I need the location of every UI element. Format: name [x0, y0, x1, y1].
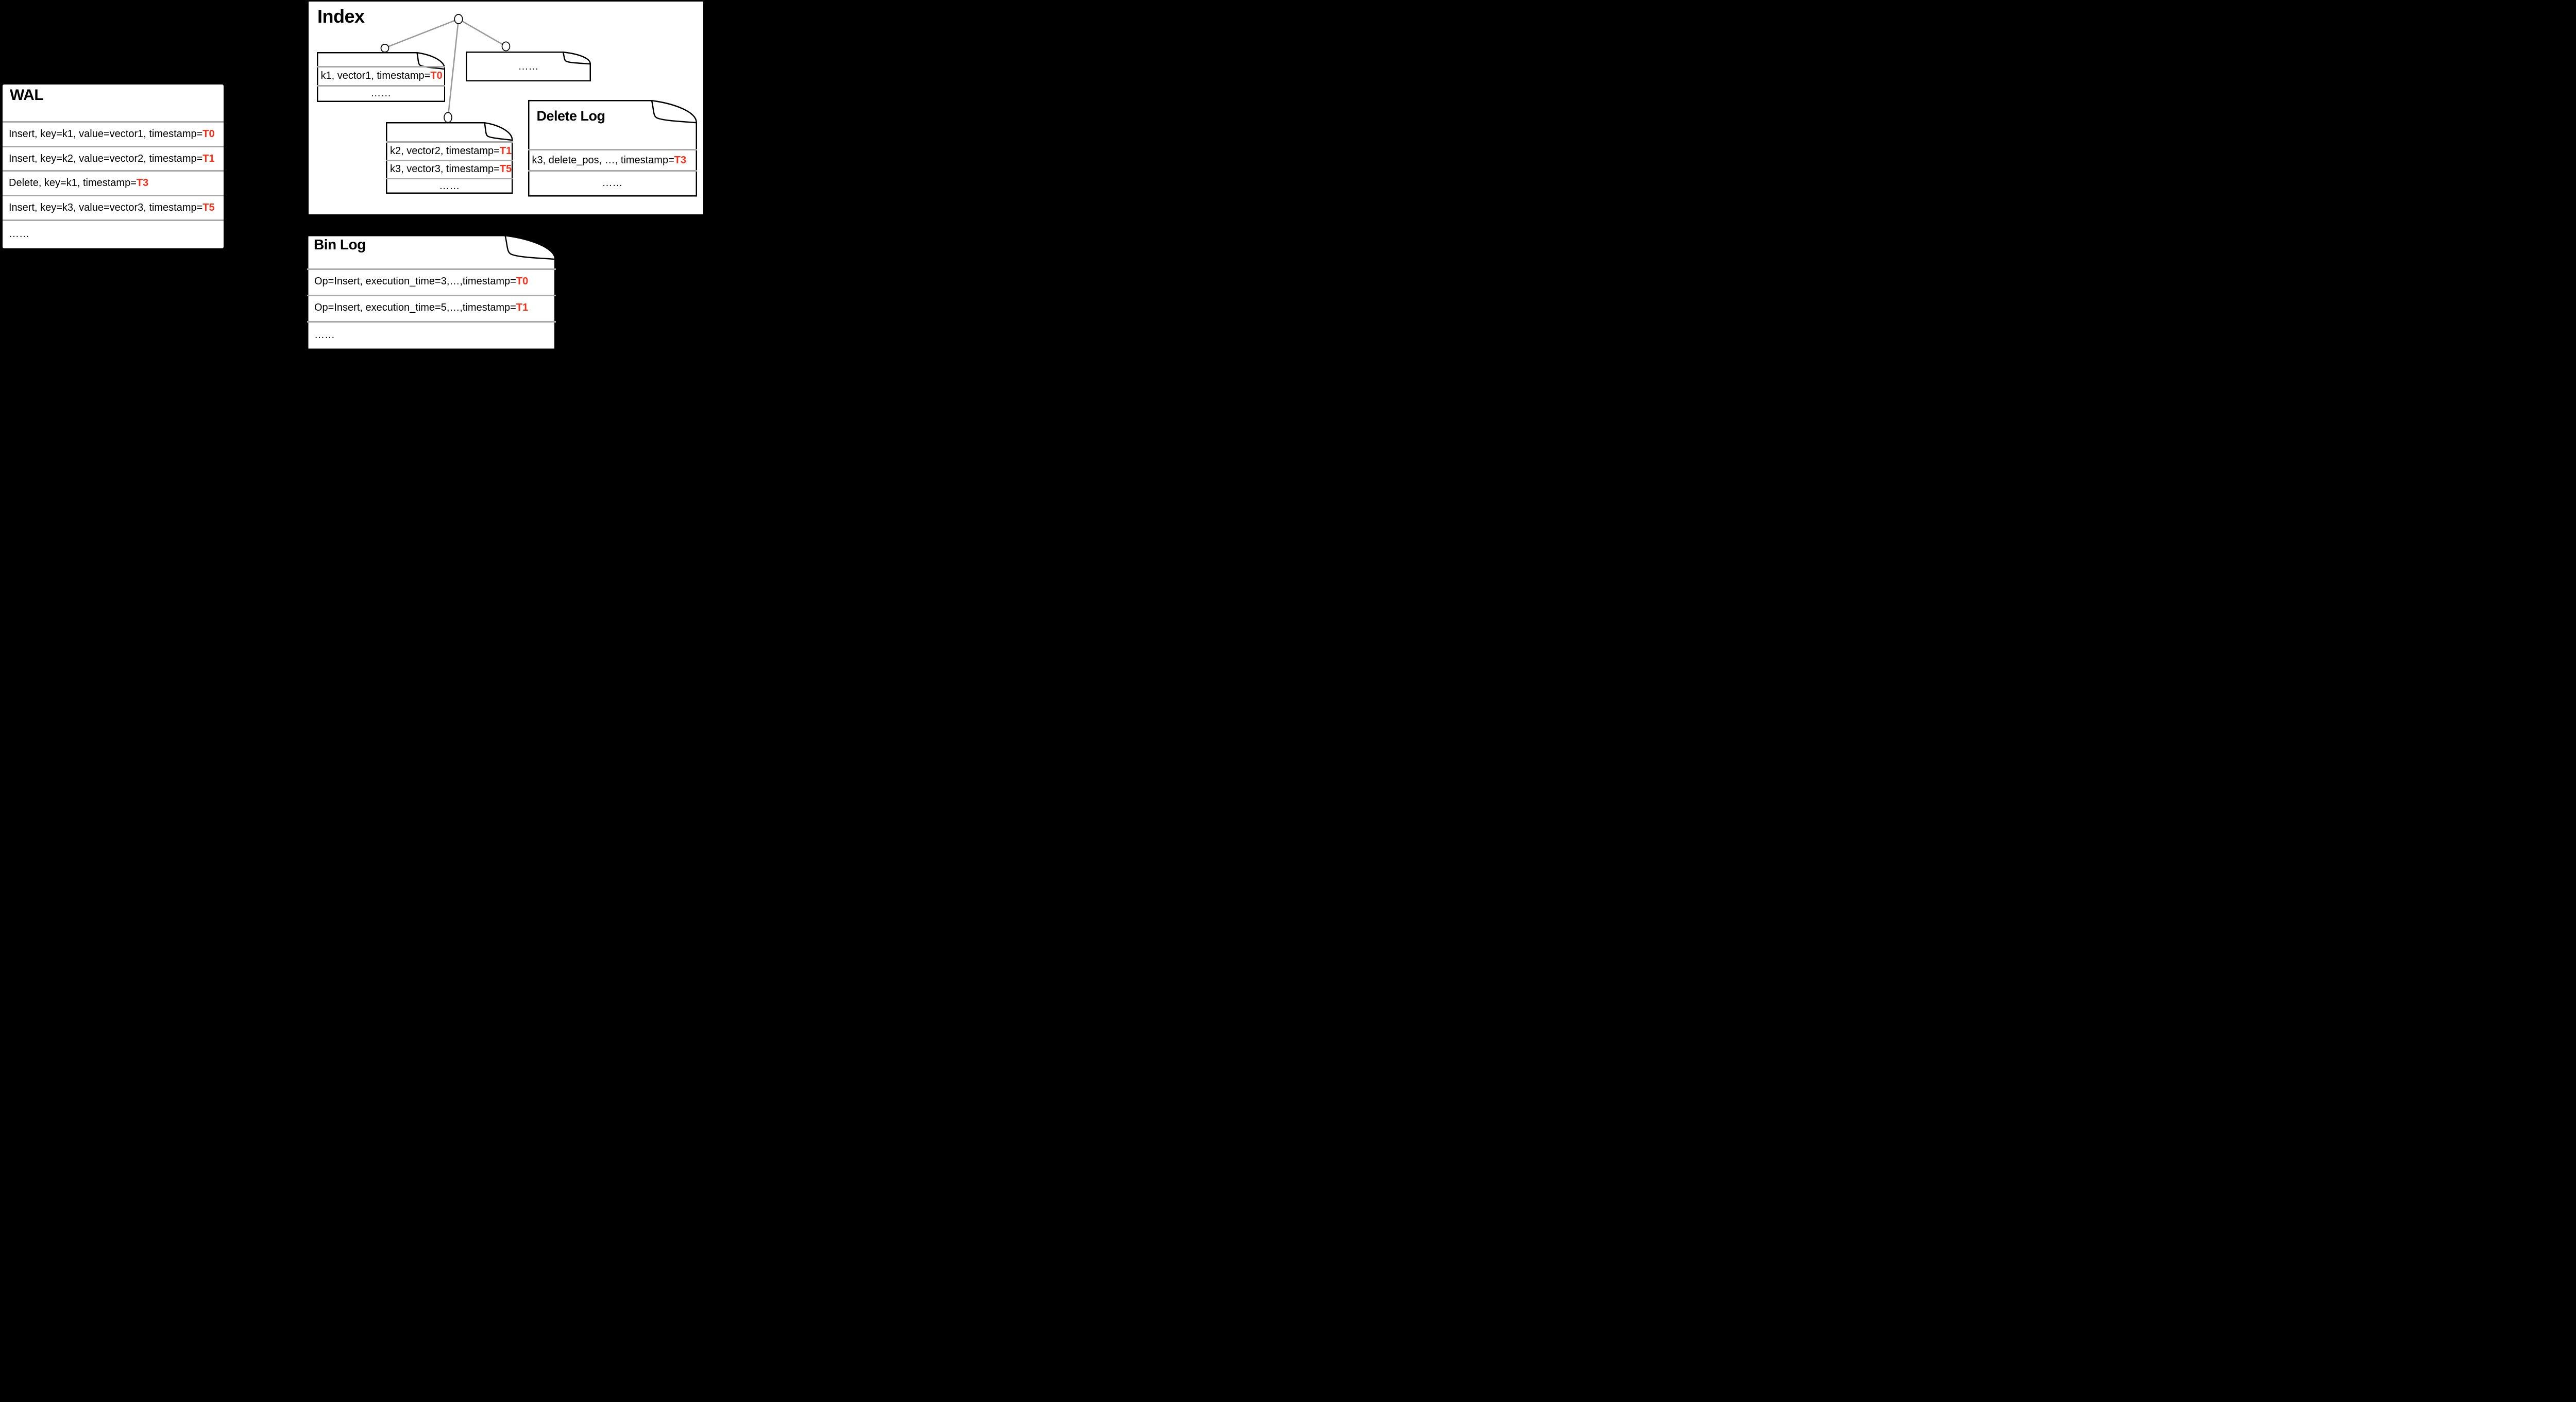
segment-entry: k2, vector2, timestamp=T1 — [386, 143, 513, 159]
wal-entry-text: Insert, key=k2, value=vector2, timestamp… — [9, 153, 203, 164]
wal-entry-timestamp: T1 — [202, 153, 215, 164]
document-separator — [316, 85, 445, 87]
document-outline — [307, 234, 556, 350]
wal-ellipsis: …… — [9, 228, 29, 240]
wal-log-entry: Insert, key=k2, value=vector2, timestamp… — [3, 147, 224, 170]
folded-corner — [484, 123, 512, 141]
wal-log-entry: Insert, key=k1, value=vector1, timestamp… — [3, 123, 224, 146]
delete-log-entry-timestamp: T3 — [674, 154, 687, 166]
document-separator — [386, 159, 513, 161]
bin-log-entry-text: Op=Insert, execution_time=3,…,timestamp= — [314, 275, 516, 287]
document-separator — [528, 149, 697, 150]
delete-log-ellipsis: …… — [602, 177, 623, 189]
tree-edge — [384, 18, 459, 49]
document-separator — [386, 141, 513, 143]
wal-entry-timestamp: T5 — [202, 202, 215, 213]
wal-title: WAL — [10, 87, 44, 104]
segment-entry-timestamp: T0 — [430, 70, 443, 81]
bin-log-entry: Op=Insert, execution_time=3,…,timestamp=… — [307, 270, 556, 293]
tree-node-root — [454, 14, 463, 24]
diagram-canvas: WAL Insert, key=k1, value=vector1, times… — [0, 0, 704, 350]
delete-log-entry-text: k3, delete_pos, …, timestamp= — [532, 154, 674, 166]
tree-node-left — [380, 44, 389, 53]
bin-log-entry-timestamp: T0 — [516, 275, 529, 287]
bin-log-more-row: …… — [307, 323, 556, 348]
index-title: Index — [317, 6, 365, 27]
wal-separator — [3, 146, 224, 147]
document-outline — [316, 52, 445, 102]
wal-entry-text: Insert, key=k3, value=vector3, timestamp… — [9, 202, 203, 213]
document-separator — [307, 294, 556, 296]
delete-log-entry: k3, delete_pos, …, timestamp=T3 — [528, 150, 697, 170]
segment-entry: k1, vector1, timestamp=T0 — [317, 67, 446, 85]
wal-separator — [3, 195, 224, 196]
index-panel: Index k1, vector1, timestamp=T0 …… — [309, 2, 703, 214]
bin-log-entry: Op=Insert, execution_time=5,…,timestamp=… — [307, 296, 556, 319]
segment-entry-timestamp: T1 — [499, 145, 512, 157]
wal-separator — [3, 219, 224, 221]
index-segment-document-2: …… — [466, 52, 591, 81]
bin-log-document: Bin Log Op=Insert, execution_time=3,…,ti… — [307, 234, 556, 350]
index-segment-document-3: k2, vector2, timestamp=T1 k3, vector3, t… — [386, 122, 513, 194]
bin-log-title: Bin Log — [314, 236, 366, 252]
bin-log-entry-timestamp: T1 — [516, 301, 529, 313]
document-outline — [528, 100, 697, 197]
document-outline — [386, 122, 513, 194]
segment-entry: k3, vector3, timestamp=T5 — [386, 161, 513, 178]
tree-node-right — [501, 41, 511, 52]
index-segment-document-1: k1, vector1, timestamp=T0 …… — [316, 52, 446, 102]
bin-log-entry-text: Op=Insert, execution_time=5,…,timestamp= — [314, 301, 516, 313]
segment-ellipsis: …… — [518, 60, 539, 72]
folded-corner — [562, 52, 590, 65]
document-separator — [386, 178, 513, 179]
folded-corner — [651, 100, 696, 124]
wal-separator — [3, 170, 224, 172]
segment-more-row: …… — [466, 52, 591, 81]
wal-entry-text: Insert, key=k1, value=vector1, timestamp… — [9, 128, 203, 140]
delete-log-title: Delete Log — [536, 108, 606, 124]
segment-more-row: …… — [317, 86, 446, 101]
segment-entry-text: k3, vector3, timestamp= — [390, 163, 500, 175]
wal-entry-timestamp: T0 — [202, 128, 215, 140]
wal-panel: WAL Insert, key=k1, value=vector1, times… — [2, 83, 225, 249]
segment-entry-text: k1, vector1, timestamp= — [320, 70, 431, 81]
tree-edge — [458, 18, 506, 47]
delete-log-more-row: …… — [528, 172, 697, 195]
document-outline — [466, 52, 591, 81]
segment-more-row: …… — [386, 179, 513, 193]
segment-entry-text: k2, vector2, timestamp= — [390, 145, 500, 157]
segment-entry-timestamp: T5 — [499, 163, 512, 175]
segment-ellipsis: …… — [439, 180, 460, 192]
delete-log-document: Delete Log k3, delete_pos, …, timestamp=… — [528, 100, 697, 197]
wal-separator — [3, 121, 224, 123]
segment-ellipsis: …… — [370, 88, 392, 99]
bin-log-ellipsis: …… — [314, 329, 335, 341]
tree-node-middle — [444, 112, 452, 123]
wal-entry-text: Delete, key=k1, timestamp= — [9, 177, 137, 189]
wal-more-row: …… — [3, 221, 224, 247]
folded-corner — [416, 53, 444, 70]
document-separator — [528, 170, 697, 172]
document-separator — [316, 66, 445, 67]
wal-log-entry: Insert, key=k3, value=vector3, timestamp… — [3, 196, 224, 219]
wal-entry-timestamp: T3 — [136, 177, 149, 189]
wal-log-entry: Delete, key=k1, timestamp=T3 — [3, 172, 224, 195]
folded-corner — [504, 235, 555, 260]
tree-edge — [447, 19, 460, 118]
document-separator — [307, 268, 556, 270]
document-separator — [307, 320, 556, 323]
